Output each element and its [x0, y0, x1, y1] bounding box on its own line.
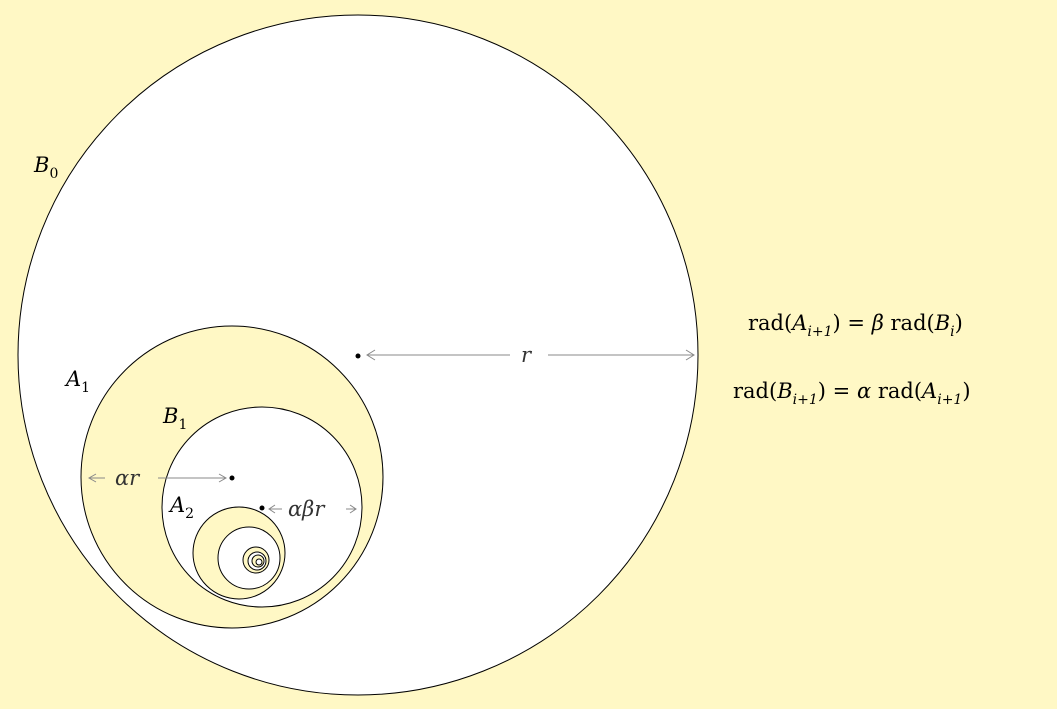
center-dot-B1	[259, 505, 265, 511]
center-dot-B0	[355, 353, 361, 359]
equation-2: rad(Bi+1) = α rad(Ai+1)	[733, 379, 971, 408]
dim-label-alpha-r: αr	[115, 466, 141, 490]
dimension-arrows	[87, 349, 695, 514]
label-A2: A2	[168, 493, 194, 522]
dim-label-r: r	[521, 343, 533, 367]
dim-label-alpha-beta-r: αβr	[288, 497, 326, 521]
equation-1: rad(Ai+1) = β rad(Bi)	[748, 311, 963, 340]
circle-B4	[255, 558, 263, 566]
abr-arrowhead-right	[349, 504, 357, 514]
label-B1: B1	[162, 404, 187, 433]
ar-arrowhead-right	[218, 473, 228, 483]
label-B0: B0	[33, 153, 58, 182]
r-arrowhead-left	[366, 349, 376, 361]
label-A1: A1	[64, 367, 90, 396]
r-arrowhead-right	[685, 349, 695, 361]
center-dot-A1	[229, 475, 235, 481]
